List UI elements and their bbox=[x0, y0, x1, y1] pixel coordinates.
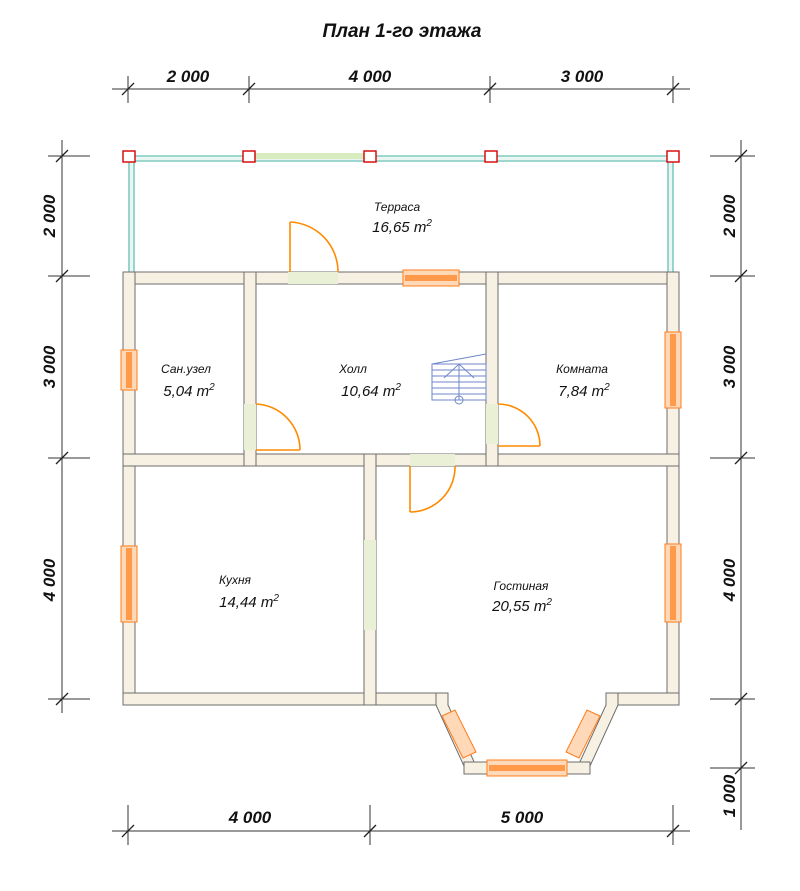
dim-left-1: 2 000 bbox=[40, 194, 59, 238]
windows bbox=[120, 269, 682, 777]
room-terrace: Терраса 16,65 m2 bbox=[372, 200, 432, 236]
dimension-chain-right: 2 000 3 000 4 000 1 000 bbox=[710, 140, 755, 830]
terrace-posts bbox=[122, 150, 680, 163]
dim-top-1: 2 000 bbox=[166, 67, 210, 86]
room-area-terrace: 16,65 m2 bbox=[372, 218, 432, 236]
room-bathroom: Сан.узел 5,04 m2 bbox=[161, 362, 215, 400]
door-hall-living bbox=[409, 465, 456, 513]
room-area-room: 7,84 m2 bbox=[558, 382, 610, 400]
dim-left-3: 4 000 bbox=[40, 558, 59, 602]
room-living: Гостиная 20,55 m2 bbox=[491, 579, 552, 615]
room-hall: Холл 10,64 m2 bbox=[338, 362, 401, 400]
room-name-hall: Холл bbox=[338, 362, 367, 376]
dim-right-4: 1 000 bbox=[720, 774, 739, 817]
dim-top-3: 3 000 bbox=[561, 67, 604, 86]
room-name-terrace: Терраса bbox=[374, 200, 421, 214]
room-name-kitchen: Кухня bbox=[219, 573, 252, 587]
room-area-bathroom: 5,04 m2 bbox=[163, 382, 215, 400]
walls bbox=[122, 271, 680, 775]
dim-bottom-1: 4 000 bbox=[228, 808, 272, 827]
dim-right-3: 4 000 bbox=[720, 558, 739, 602]
room-name-room: Комната bbox=[556, 362, 608, 376]
room-area-living: 20,55 m2 bbox=[491, 597, 552, 615]
plan-title: План 1-го этажа bbox=[323, 21, 482, 42]
door-openings bbox=[244, 272, 498, 630]
room-area-hall: 10,64 m2 bbox=[341, 382, 401, 400]
dimension-chain-left: 2 000 3 000 4 000 bbox=[40, 140, 90, 713]
door-hall-bathroom bbox=[255, 403, 301, 451]
dim-left-2: 3 000 bbox=[40, 345, 59, 388]
dim-right-2: 3 000 bbox=[720, 345, 739, 388]
terrace-railing bbox=[128, 153, 674, 275]
room-area-kitchen: 14,44 m2 bbox=[219, 593, 279, 611]
room-name-bathroom: Сан.узел bbox=[161, 362, 211, 376]
dim-bottom-2: 5 000 bbox=[501, 808, 544, 827]
dimension-chain-bottom: 4 000 5 000 bbox=[112, 805, 690, 845]
door-terrace-hall bbox=[289, 221, 339, 273]
dim-top-2: 4 000 bbox=[348, 67, 392, 86]
room-room: Комната 7,84 m2 bbox=[556, 362, 610, 400]
room-kitchen: Кухня 14,44 m2 bbox=[219, 573, 279, 611]
room-name-living: Гостиная bbox=[494, 579, 549, 593]
door-hall-room bbox=[497, 403, 541, 447]
stair-icon bbox=[431, 353, 487, 405]
dim-right-1: 2 000 bbox=[720, 194, 739, 238]
dimension-chain-top: 2 000 4 000 3 000 bbox=[112, 67, 690, 103]
